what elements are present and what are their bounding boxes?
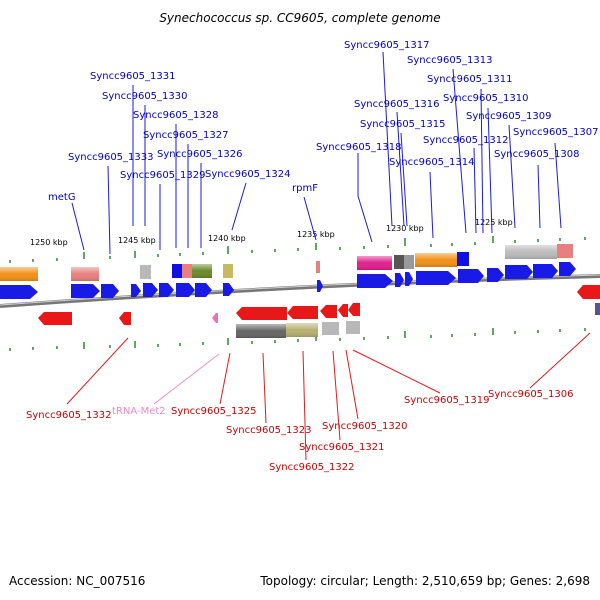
kbp-label: 1235 kbp bbox=[297, 230, 335, 239]
feature-block[interactable] bbox=[404, 255, 414, 269]
gene-label[interactable]: Syncc9605_1312 bbox=[423, 135, 509, 146]
gene-arrow[interactable] bbox=[212, 313, 218, 323]
kbp-label: 1245 kbp bbox=[118, 236, 156, 245]
genome-info-text: Topology: circular; Length: 2,510,659 bp… bbox=[260, 574, 590, 588]
feature-block[interactable] bbox=[172, 264, 182, 278]
gene-label[interactable]: Syncc9605_1321 bbox=[299, 442, 385, 453]
gene-arrow[interactable] bbox=[143, 283, 158, 297]
gene-label[interactable]: Syncc9605_1309 bbox=[466, 111, 552, 122]
gene-label[interactable]: Syncc9605_1325 bbox=[171, 406, 257, 417]
gene-label[interactable]: Syncc9605_1314 bbox=[389, 157, 475, 168]
forward-leader-lines bbox=[71, 51, 562, 255]
gene-arrow[interactable] bbox=[577, 285, 600, 299]
gene-label[interactable]: Syncc9605_1315 bbox=[360, 119, 446, 130]
gene-arrow[interactable] bbox=[505, 265, 533, 279]
kbp-label: 1240 kbp bbox=[208, 234, 246, 243]
reverse-gene-row bbox=[38, 285, 600, 325]
feature-block[interactable] bbox=[322, 322, 339, 335]
gene-label[interactable]: rpmF bbox=[292, 183, 318, 194]
gene-label[interactable]: Syncc9605_1319 bbox=[404, 395, 490, 406]
gene-label[interactable]: Syncc9605_1307 bbox=[513, 127, 599, 138]
gene-label[interactable]: Syncc9605_1313 bbox=[407, 55, 493, 66]
kbp-label: 1230 kbp bbox=[386, 224, 424, 233]
gene-label[interactable]: Syncc9605_1320 bbox=[322, 421, 408, 432]
gene-label[interactable]: Syncc9605_1333 bbox=[68, 152, 154, 163]
gene-arrow[interactable] bbox=[395, 273, 404, 287]
gene-label[interactable]: Syncc9605_1318 bbox=[316, 142, 402, 153]
feature-block[interactable] bbox=[457, 252, 469, 266]
lower-tick-row bbox=[9, 328, 586, 351]
feature-block[interactable] bbox=[394, 255, 404, 269]
gene-arrow[interactable] bbox=[405, 272, 413, 286]
gene-label[interactable]: Syncc9605_1324 bbox=[205, 169, 291, 180]
gene-label[interactable]: Syncc9605_1332 bbox=[26, 410, 112, 421]
feature-block[interactable] bbox=[595, 303, 600, 315]
kbp-scale: 1250 kbp 1245 kbp 1240 kbp 1235 kbp 1230… bbox=[30, 218, 513, 247]
gene-arrow[interactable] bbox=[559, 262, 576, 276]
gene-arrow[interactable] bbox=[533, 264, 558, 278]
kbp-label: 1250 kbp bbox=[30, 238, 68, 247]
gene-label[interactable]: Syncc9605_1326 bbox=[157, 149, 243, 160]
gene-arrow[interactable] bbox=[416, 271, 456, 285]
forward-feature-row bbox=[0, 244, 573, 281]
gene-label[interactable]: Syncc9605_1323 bbox=[226, 425, 312, 436]
feature-block[interactable] bbox=[182, 264, 192, 278]
gene-arrow[interactable] bbox=[159, 283, 174, 297]
gene-arrow[interactable] bbox=[317, 280, 323, 292]
feature-block[interactable] bbox=[557, 244, 573, 258]
gene-arrow[interactable] bbox=[348, 303, 360, 316]
reverse-leader-lines bbox=[66, 332, 591, 461]
gene-label[interactable]: Syncc9605_1331 bbox=[90, 71, 176, 82]
trna-label[interactable]: tRNA-Met2 bbox=[112, 406, 166, 417]
gene-arrow[interactable] bbox=[38, 312, 72, 325]
reverse-labels: Syncc9605_1332 tRNA-Met2 Syncc9605_1325 … bbox=[26, 389, 574, 473]
feature-block[interactable] bbox=[223, 264, 233, 278]
upper-tick-row bbox=[9, 236, 586, 263]
gene-arrow[interactable] bbox=[195, 283, 212, 297]
feature-block[interactable] bbox=[346, 321, 360, 334]
gene-label[interactable]: Syncc9605_1316 bbox=[354, 99, 440, 110]
gene-arrow[interactable] bbox=[487, 268, 504, 282]
gene-arrow[interactable] bbox=[458, 269, 484, 283]
gene-label[interactable]: Syncc9605_1327 bbox=[143, 130, 229, 141]
feature-block[interactable] bbox=[140, 265, 151, 279]
gene-arrow[interactable] bbox=[119, 312, 131, 325]
gene-label[interactable]: Syncc9605_1330 bbox=[102, 91, 188, 102]
gene-label[interactable]: Syncc9605_1317 bbox=[344, 40, 430, 51]
gene-label[interactable]: metG bbox=[48, 192, 76, 203]
gene-arrow[interactable] bbox=[101, 284, 119, 298]
map-title: Synechococcus sp. CC9605, complete genom… bbox=[159, 11, 440, 25]
gene-arrow[interactable] bbox=[338, 304, 348, 317]
gene-label[interactable]: Syncc9605_1311 bbox=[427, 74, 513, 85]
gene-arrow[interactable] bbox=[287, 306, 318, 319]
gene-label[interactable]: Syncc9605_1310 bbox=[443, 93, 529, 104]
gene-arrow[interactable] bbox=[176, 283, 195, 297]
accession-text: Accession: NC_007516 bbox=[9, 574, 146, 588]
gene-label[interactable]: Syncc9605_1328 bbox=[133, 110, 219, 121]
kbp-label: 1225 kbp bbox=[475, 218, 513, 227]
gene-arrow[interactable] bbox=[223, 283, 234, 296]
gene-arrow[interactable] bbox=[131, 284, 141, 297]
reverse-feature-row bbox=[236, 303, 600, 338]
forward-gene-row bbox=[0, 262, 576, 299]
gene-arrow[interactable] bbox=[0, 285, 38, 299]
gene-arrow[interactable] bbox=[320, 305, 337, 318]
gene-arrow[interactable] bbox=[71, 284, 100, 298]
gene-arrow[interactable] bbox=[236, 307, 287, 320]
forward-labels: metG Syncc9605_1333 Syncc9605_1331 Syncc… bbox=[48, 40, 599, 203]
gene-label[interactable]: Syncc9605_1329 bbox=[120, 170, 206, 181]
gene-label[interactable]: Syncc9605_1322 bbox=[269, 462, 355, 473]
gene-arrow[interactable] bbox=[357, 274, 393, 288]
gene-label[interactable]: Syncc9605_1306 bbox=[488, 389, 574, 400]
feature-block[interactable] bbox=[316, 261, 320, 273]
gene-label[interactable]: Syncc9605_1308 bbox=[494, 149, 580, 160]
